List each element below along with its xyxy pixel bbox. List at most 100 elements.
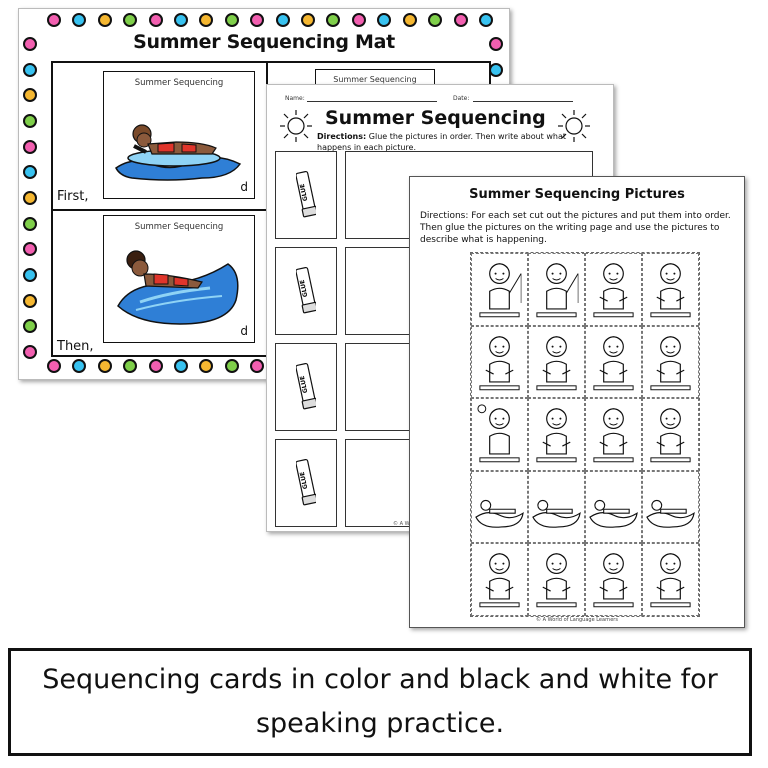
mat-grid: Summer Sequencing d First, Summer Sequen… [51, 61, 491, 357]
border-dot-icon [23, 319, 37, 334]
worksheet-title: Summer Sequencing [325, 107, 546, 129]
border-dot-icon [23, 37, 37, 51]
kid-lineart-icon [593, 408, 634, 463]
border-dot-icon [174, 359, 189, 373]
sequence-picture-cell [528, 470, 585, 544]
border-dot-icon [250, 13, 265, 27]
sequence-picture-cell [642, 398, 699, 471]
float-lineart-icon [475, 499, 524, 528]
pictures-directions: Directions: For each set cut out the pic… [420, 211, 731, 245]
kid-lineart-icon [593, 263, 634, 318]
glue-stick-icon: GLUE [296, 267, 316, 314]
border-dot-icon [23, 62, 37, 77]
mat-title: Summer Sequencing Mat [133, 31, 395, 53]
border-dot-icon [23, 190, 37, 205]
sequence-picture-cell [471, 470, 528, 544]
glue-cell: GLUE [275, 439, 337, 527]
card-title: Summer Sequencing [134, 78, 224, 88]
border-dot-icon [72, 359, 87, 373]
then-label: Then, [57, 339, 94, 354]
kid-lineart-icon [477, 404, 520, 463]
first-label: First, [57, 189, 89, 204]
border-dot-icon [123, 359, 138, 373]
worksheet-footer: © A W [393, 521, 410, 527]
kid-lineart-icon [536, 553, 577, 608]
kid-lineart-icon [650, 553, 691, 608]
border-dot-icon [489, 62, 503, 77]
border-dot-icon [23, 165, 37, 180]
date-label: Date: [453, 95, 470, 102]
border-dot-icon [199, 359, 214, 373]
kid-lineart-icon [650, 335, 691, 390]
kid-lineart-icon [536, 408, 577, 463]
directions-text: Glue the pictures in order. Then write a… [317, 132, 566, 152]
border-dot-icon [489, 37, 503, 51]
border-dot-icon [47, 359, 61, 373]
border-dot-icon [453, 13, 468, 27]
sequence-picture-cell [528, 543, 585, 616]
border-dot-icon [224, 359, 239, 373]
pictures-grid [470, 252, 700, 617]
kid-lineart-icon [479, 335, 520, 390]
glue-label: GLUE [299, 183, 309, 202]
border-dot-icon [428, 13, 443, 27]
sequence-picture-cell [642, 470, 699, 544]
sequence-picture-cell [585, 470, 642, 544]
kid-lineart-icon [593, 553, 634, 608]
girl-on-float-image [115, 124, 242, 181]
border-dot-icon [301, 13, 316, 27]
pictures-title: Summer Sequencing Pictures [469, 187, 685, 202]
border-dot-icon [97, 13, 112, 27]
float-lineart-icon [646, 499, 695, 528]
glue-label: GLUE [299, 375, 309, 394]
sun-icon [558, 110, 590, 142]
border-dot-icon [23, 344, 37, 359]
border-dot-icon [23, 88, 37, 103]
border-dot-icon [250, 359, 265, 373]
sequence-picture-cell [585, 253, 642, 326]
border-dot-icon [224, 13, 239, 27]
border-dot-icon [23, 267, 37, 282]
border-dot-icon [148, 359, 163, 373]
float-lineart-icon [589, 499, 638, 528]
sequence-picture-cell [585, 325, 642, 399]
sequence-picture-cell [642, 543, 699, 616]
sequencing-card-first: Summer Sequencing d [103, 71, 255, 199]
sequence-picture-cell [585, 543, 642, 616]
sequence-picture-cell [642, 253, 699, 326]
glue-cell: GLUE [275, 247, 337, 335]
card-letter: d [240, 180, 248, 194]
sequencing-card-then: Summer Sequencing d [103, 215, 255, 343]
directions-bold: Directions: [317, 132, 367, 141]
border-dot-icon [478, 13, 493, 27]
kid-lineart-icon [479, 263, 522, 318]
sequence-picture-cell [528, 325, 585, 399]
kid-lineart-icon [536, 263, 579, 318]
pictures-footer: © A World of Language Learners [536, 617, 618, 623]
kid-lineart-icon [536, 335, 577, 390]
border-dot-icon [23, 242, 37, 257]
worksheet-directions: Directions: Glue the pictures in order. … [317, 131, 567, 153]
kid-lineart-icon [479, 553, 520, 608]
border-dot-icon [351, 13, 366, 27]
sequence-picture-cell [471, 398, 528, 471]
mat-border-left [23, 37, 39, 359]
border-dot-icon [148, 13, 163, 27]
border-dot-icon [23, 293, 37, 308]
caption-box: Sequencing cards in color and black and … [8, 648, 752, 756]
kid-lineart-icon [650, 263, 691, 318]
sequence-picture-cell [471, 543, 528, 616]
border-dot-icon [23, 216, 37, 231]
glue-cell: GLUE [275, 343, 337, 431]
pictures-sheet: Summer Sequencing Pictures Directions: F… [409, 176, 745, 628]
border-dot-icon [123, 13, 138, 27]
girl-on-wave-image [117, 250, 239, 325]
border-dot-icon [174, 13, 189, 27]
border-dot-icon [23, 139, 37, 154]
border-dot-icon [23, 113, 37, 128]
name-label: Name: [285, 95, 305, 102]
glue-stick-icon: GLUE [296, 459, 316, 506]
border-dot-icon [402, 13, 417, 27]
border-dot-icon [326, 13, 341, 27]
kid-lineart-icon [593, 335, 634, 390]
